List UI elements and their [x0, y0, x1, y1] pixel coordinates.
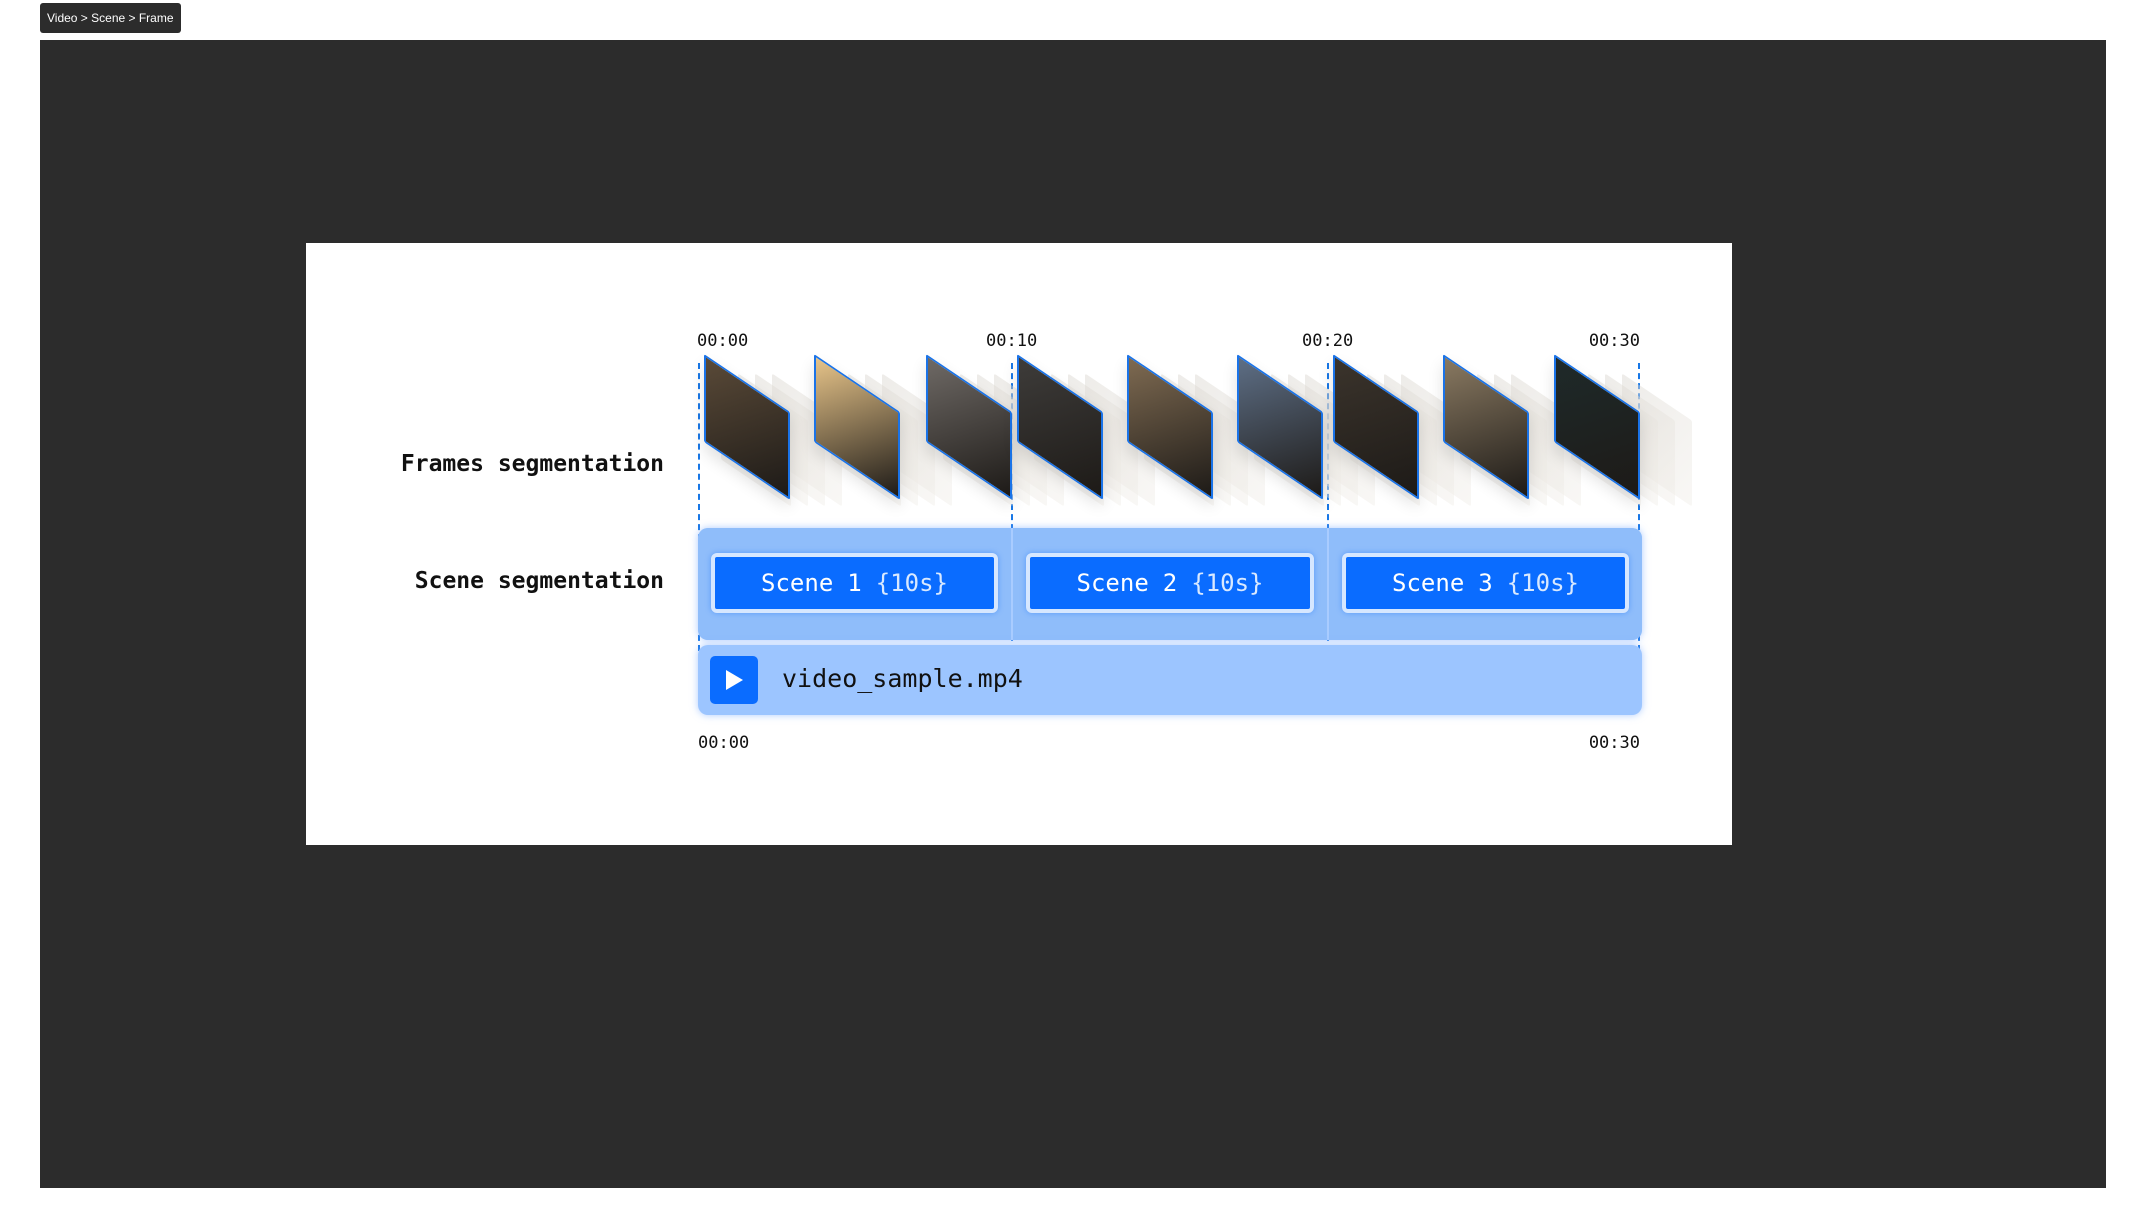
video-bar[interactable]: video_sample.mp4: [698, 645, 1642, 715]
frames-row: [704, 353, 1692, 523]
scene-band: Scene 1 {10s} Scene 2 {10s} Scene 3 {10s…: [698, 528, 1642, 640]
scene-3-name: Scene: [1392, 569, 1465, 597]
guide-line-10: [1011, 363, 1013, 651]
frames-segmentation-label: Frames segmentation: [400, 451, 664, 477]
guide-line-end: [1638, 363, 1640, 651]
video-file-name: video_sample.mp4: [782, 664, 1023, 693]
scene-2-name: Scene: [1076, 569, 1149, 597]
play-button[interactable]: [710, 656, 758, 704]
scene-2-number: 2: [1162, 569, 1178, 597]
time-tick-20: 00:20: [1302, 331, 1354, 351]
scene-3-pill[interactable]: Scene 3 {10s}: [1342, 553, 1629, 613]
guide-line-20: [1327, 363, 1329, 651]
scene-2-pill[interactable]: Scene 2 {10s}: [1026, 553, 1314, 613]
scene-3-number: 3: [1478, 569, 1493, 597]
guide-line-start: [698, 363, 700, 651]
scene-segmentation-label: Scene segmentation: [414, 568, 664, 594]
frame-stack: [1554, 353, 1709, 523]
scene-1-pill[interactable]: Scene 1 {10s}: [711, 553, 998, 613]
time-tick-start: 00:00: [697, 331, 749, 351]
scene-1-number: 1: [847, 569, 862, 597]
video-end-time: 00:30: [1588, 733, 1640, 753]
canvas-frame: 00:00 00:10 00:20 00:30 Frames segmentat…: [40, 40, 2106, 1188]
scene-1-name: Scene: [761, 569, 834, 597]
time-tick-end: 00:30: [1588, 331, 1640, 351]
diagram-card: 00:00 00:10 00:20 00:30 Frames segmentat…: [306, 243, 1732, 845]
time-tick-10: 00:10: [986, 331, 1038, 351]
video-start-time: 00:00: [698, 733, 750, 753]
scene-3-duration: {10s}: [1506, 569, 1579, 597]
breadcrumb-tag: Video > Scene > Frame: [40, 3, 181, 33]
scene-2-duration: {10s}: [1191, 569, 1264, 597]
play-icon: [726, 670, 743, 690]
scene-1-duration: {10s}: [875, 569, 948, 597]
